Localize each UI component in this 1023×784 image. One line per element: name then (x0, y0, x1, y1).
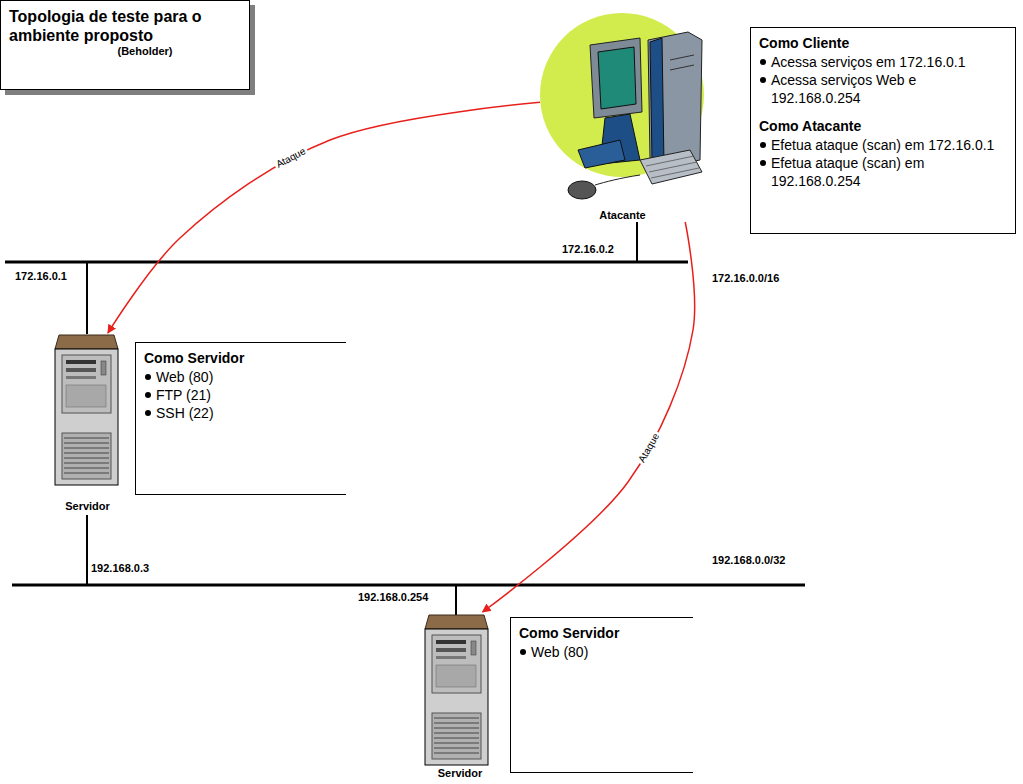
server-icon (55, 335, 118, 485)
bullet-dot (760, 160, 766, 166)
service-box: Como ServidorWeb (80) (510, 617, 693, 773)
section-heading: Como Cliente (759, 34, 1007, 52)
bullet-item: Acessa serviços Web e 192.168.0.254 (759, 71, 1007, 107)
service-text: Acessa serviços em 172.16.0.1 (771, 53, 966, 71)
bullet-item: SSH (22) (144, 404, 338, 422)
service-box: Como ServidorWeb (80)FTP (21)SSH (22) (135, 342, 346, 495)
network-address: 172.16.0.2 (562, 243, 614, 256)
bullet-dot (145, 374, 151, 380)
network-address: 192.168.0.0/32 (712, 554, 785, 567)
diagram-title: Topologia de teste para o ambiente propo… (9, 7, 241, 45)
host-label: Atacante (540, 209, 705, 222)
bullet-dot (520, 649, 526, 655)
role-box: Como ClienteAcessa serviços em 172.16.0.… (750, 27, 1016, 234)
bullet-item: Efetua ataque (scan) em 192.168.0.254 (759, 154, 1007, 190)
server-host: Servidor (45, 333, 130, 513)
network-drop (455, 585, 457, 615)
host-label: Servidor (45, 500, 130, 513)
service-text: Web (80) (156, 368, 213, 386)
bullet-item: Web (80) (144, 368, 338, 386)
edge-label: Ataque (273, 144, 310, 171)
network-drop (636, 222, 638, 262)
service-text: SSH (22) (156, 404, 214, 422)
network-address: 172.16.0.0/16 (712, 272, 779, 285)
computer-icon (540, 13, 704, 199)
bullet-dot (760, 59, 766, 65)
bullet-item: Acessa serviços em 172.16.0.1 (759, 53, 1007, 71)
bullet-dot (145, 392, 151, 398)
bullet-dot (145, 410, 151, 416)
bullet-item: Web (80) (519, 643, 685, 661)
server-icon (425, 615, 488, 765)
bullet-item: Efetua ataque (scan) em 172.16.0.1 (759, 136, 1007, 154)
edge-label: Ataque (635, 430, 663, 467)
service-text: Efetua ataque (scan) em 172.16.0.1 (771, 136, 994, 154)
bullet-dot (760, 142, 766, 148)
network-bus (5, 261, 688, 264)
network-address: 192.168.0.254 (358, 591, 428, 604)
bullet-item: FTP (21) (144, 386, 338, 404)
service-text: FTP (21) (156, 386, 211, 404)
title-box: Topologia de teste para o ambiente propo… (0, 0, 250, 90)
attack-arrow (108, 102, 540, 333)
network-address: 192.168.0.3 (91, 562, 149, 575)
section-heading: Como Servidor (519, 624, 685, 642)
subtitle: (Beholder) (9, 45, 241, 57)
section-heading: Como Servidor (144, 349, 338, 367)
service-text: Efetua ataque (scan) em 192.168.0.254 (771, 154, 1007, 190)
network-bus (12, 584, 805, 587)
network-drop (86, 515, 88, 585)
network-address: 172.16.0.1 (15, 270, 67, 283)
service-text: Web (80) (531, 643, 588, 661)
bullet-dot (760, 77, 766, 83)
host-label: Servidor (415, 767, 505, 780)
attack-arrow (483, 222, 695, 612)
service-text: Acessa serviços Web e 192.168.0.254 (771, 71, 1007, 107)
attacker-host: Atacante (540, 12, 705, 222)
network-drop (86, 262, 88, 334)
server-host: Servidor (415, 612, 505, 780)
section-heading: Como Atacante (759, 117, 1007, 135)
